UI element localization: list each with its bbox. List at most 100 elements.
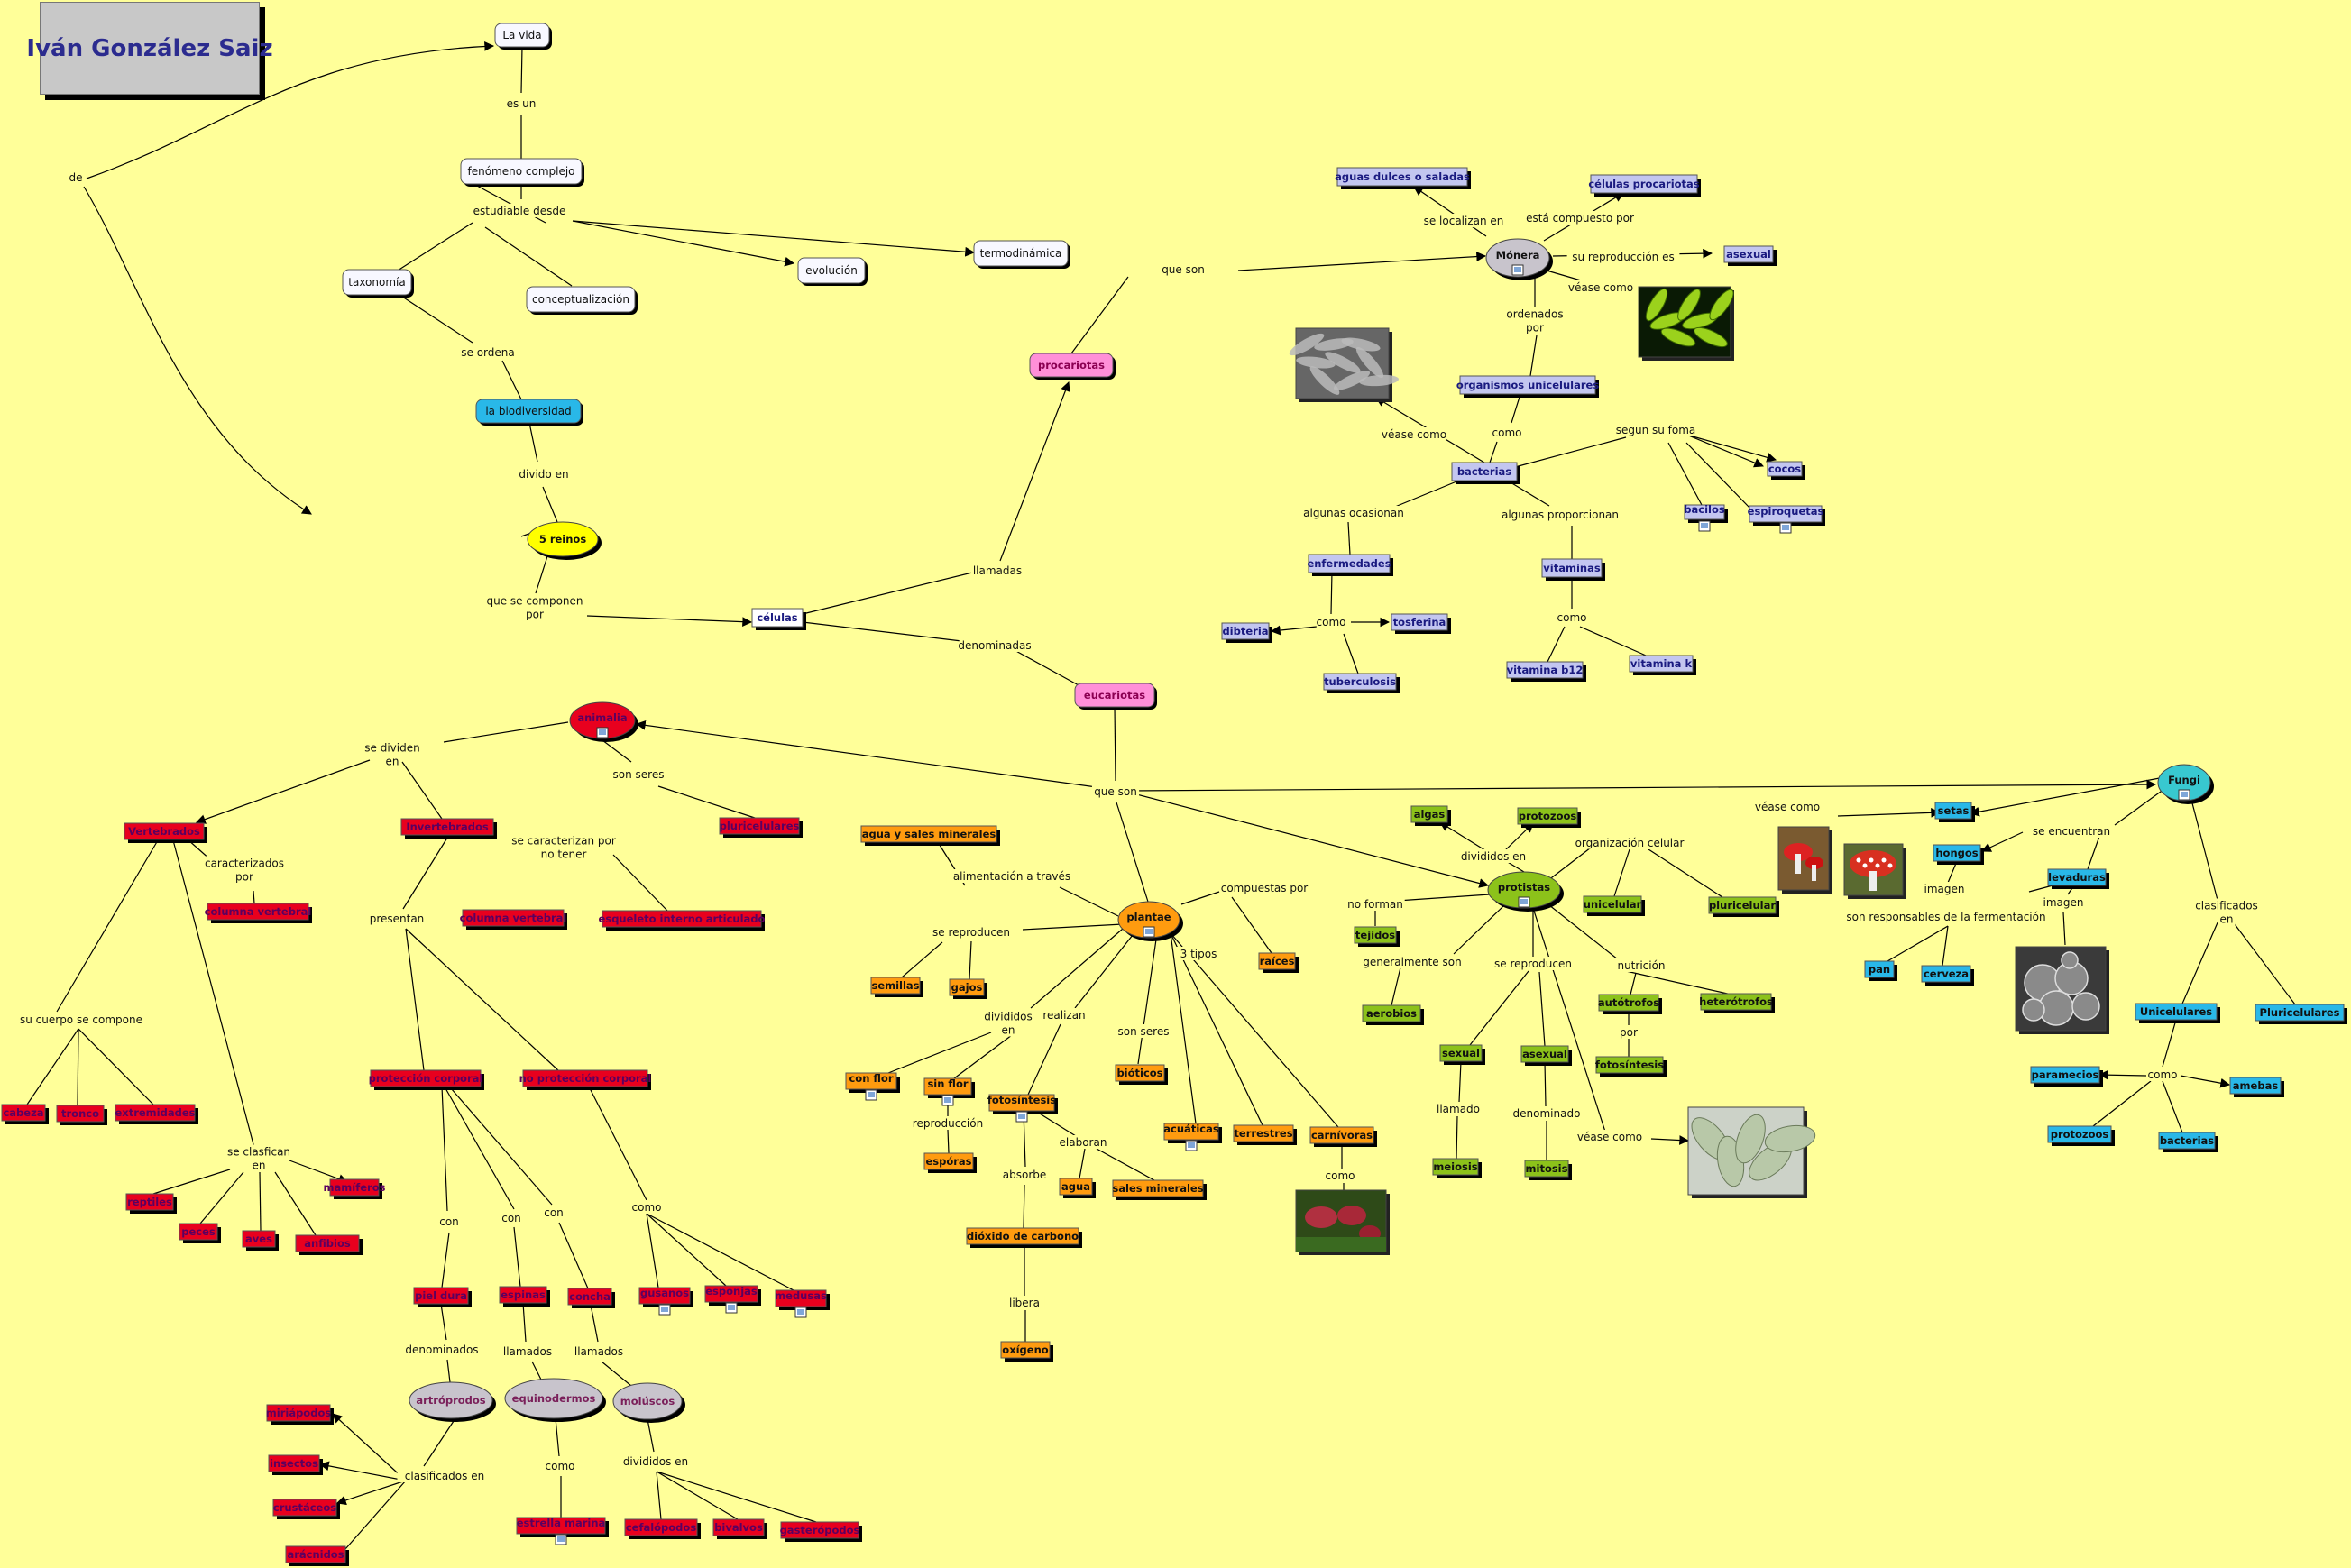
- concept-node[interactable]: hongos: [1933, 844, 1984, 865]
- concept-node[interactable]: raíces: [1258, 952, 1299, 973]
- concept-node[interactable]: setas: [1934, 802, 1975, 822]
- concept-node[interactable]: paramecios: [2030, 1066, 2103, 1087]
- concept-node[interactable]: tronco: [56, 1105, 107, 1125]
- concept-node[interactable]: gasterópodos: [780, 1521, 862, 1542]
- concept-node[interactable]: Mónera: [1485, 238, 1553, 280]
- concept-node[interactable]: algas: [1410, 805, 1451, 826]
- concept-node[interactable]: espiroquetas: [1748, 505, 1825, 534]
- concept-node[interactable]: espóras: [923, 1152, 977, 1173]
- concept-node[interactable]: carnívoras: [1309, 1126, 1377, 1147]
- concept-node[interactable]: taxonomía: [342, 269, 414, 298]
- concept-node[interactable]: bacilos: [1684, 503, 1728, 532]
- image-link-icon[interactable]: [794, 1307, 807, 1318]
- concept-node[interactable]: con flor: [845, 1072, 900, 1101]
- concept-node[interactable]: procariotas: [1029, 353, 1116, 380]
- concept-node[interactable]: semillas: [870, 977, 923, 997]
- image-thumbnail[interactable]: [1638, 286, 1737, 361]
- concept-node[interactable]: tejidos: [1354, 926, 1400, 947]
- image-thumbnail[interactable]: [1843, 843, 1906, 899]
- image-link-icon[interactable]: [1511, 264, 1524, 276]
- concept-node[interactable]: tuberculosis: [1323, 673, 1400, 693]
- concept-node[interactable]: cabeza: [1, 1104, 49, 1124]
- concept-node[interactable]: aves: [242, 1230, 279, 1251]
- concept-node[interactable]: acuáticas: [1163, 1123, 1222, 1151]
- concept-node[interactable]: equinodermos: [504, 1378, 606, 1422]
- concept-node[interactable]: enfermedades: [1307, 554, 1393, 576]
- image-link-icon[interactable]: [658, 1304, 671, 1316]
- concept-node[interactable]: vitamina k: [1629, 655, 1696, 675]
- image-thumbnail[interactable]: [1295, 1189, 1390, 1255]
- concept-node[interactable]: molúscos: [612, 1382, 685, 1423]
- concept-node[interactable]: crustáceos: [272, 1499, 340, 1519]
- concept-node[interactable]: amebas: [2229, 1077, 2284, 1097]
- concept-node[interactable]: extremidades: [115, 1104, 198, 1124]
- concept-node[interactable]: gajos: [949, 978, 987, 999]
- concept-node[interactable]: evolución: [797, 257, 868, 286]
- image-link-icon[interactable]: [1143, 926, 1155, 938]
- concept-node[interactable]: vitamina b12: [1506, 661, 1586, 682]
- concept-node[interactable]: Unicelulares: [2135, 1003, 2220, 1023]
- concept-node[interactable]: animalia: [569, 701, 638, 742]
- concept-node[interactable]: unicelular: [1583, 895, 1645, 916]
- concept-node[interactable]: pluricelulares: [719, 817, 803, 838]
- concept-node[interactable]: piel dura: [413, 1287, 472, 1307]
- image-thumbnail[interactable]: [1777, 826, 1832, 894]
- concept-node[interactable]: heterótrofos: [1699, 993, 1775, 1013]
- concept-node[interactable]: oxígeno: [1000, 1341, 1053, 1362]
- image-link-icon[interactable]: [1698, 520, 1711, 532]
- concept-node[interactable]: fotosíntesis: [1595, 1056, 1667, 1077]
- concept-node[interactable]: agua y sales minerales: [860, 825, 1000, 846]
- image-thumbnail[interactable]: [1287, 327, 1399, 402]
- concept-node[interactable]: 5 reinos: [527, 521, 602, 560]
- concept-node[interactable]: medusas: [775, 1289, 830, 1318]
- concept-node[interactable]: gusanos: [638, 1287, 693, 1316]
- concept-node[interactable]: pluricelular: [1708, 896, 1779, 917]
- concept-node[interactable]: columna vertebral: [460, 909, 567, 930]
- concept-node[interactable]: dióxido de carbono: [966, 1227, 1082, 1248]
- concept-node[interactable]: no protección corporal: [519, 1069, 652, 1090]
- concept-node[interactable]: columna vertebral: [205, 903, 312, 923]
- concept-node[interactable]: agua: [1059, 1178, 1096, 1198]
- concept-node[interactable]: meiosis: [1432, 1158, 1482, 1178]
- image-link-icon[interactable]: [2178, 789, 2190, 801]
- concept-node[interactable]: estrella marina: [516, 1517, 609, 1545]
- concept-node[interactable]: fotosíntesis: [987, 1094, 1058, 1123]
- concept-node[interactable]: mitosis: [1524, 1160, 1572, 1180]
- concept-node[interactable]: protistas: [1487, 871, 1564, 912]
- image-link-icon[interactable]: [725, 1302, 738, 1314]
- concept-node[interactable]: sexual: [1439, 1044, 1485, 1065]
- image-thumbnail[interactable]: [2015, 946, 2109, 1034]
- concept-node[interactable]: Pluricelulares: [2255, 1004, 2347, 1024]
- image-link-icon[interactable]: [1779, 522, 1792, 534]
- concept-node[interactable]: termodinámica: [973, 240, 1070, 269]
- image-link-icon[interactable]: [1185, 1140, 1198, 1151]
- concept-node[interactable]: protozoos: [1517, 807, 1581, 828]
- concept-node[interactable]: dibteria: [1221, 622, 1272, 643]
- image-link-icon[interactable]: [1518, 896, 1530, 908]
- concept-node[interactable]: células: [751, 608, 806, 630]
- concept-node[interactable]: bióticos: [1115, 1064, 1168, 1085]
- concept-node[interactable]: plantae: [1117, 901, 1183, 941]
- concept-node[interactable]: Invertebrados: [400, 818, 497, 839]
- concept-node[interactable]: células procariotas: [1588, 174, 1701, 197]
- concept-node[interactable]: asexual: [1723, 245, 1777, 266]
- concept-node[interactable]: cefalópodos: [624, 1518, 701, 1539]
- concept-node[interactable]: peces: [179, 1223, 221, 1243]
- concept-node[interactable]: espinas: [499, 1286, 550, 1307]
- concept-node[interactable]: protección corporal: [369, 1069, 484, 1090]
- concept-node[interactable]: protozoos: [2047, 1125, 2115, 1146]
- concept-node[interactable]: levaduras: [2047, 868, 2109, 889]
- concept-node[interactable]: fenómeno complejo: [460, 158, 584, 187]
- concept-node[interactable]: Vertebrados: [124, 822, 207, 843]
- concept-node[interactable]: terrestres: [1233, 1124, 1297, 1145]
- image-thumbnail[interactable]: [1685, 1106, 1817, 1198]
- concept-node[interactable]: aerobios: [1362, 1004, 1424, 1025]
- concept-node[interactable]: artróprodos: [409, 1381, 496, 1422]
- concept-node[interactable]: bacterias: [2158, 1132, 2218, 1152]
- concept-node[interactable]: vitaminas: [1541, 558, 1605, 581]
- concept-node[interactable]: cocos: [1767, 461, 1805, 480]
- image-link-icon[interactable]: [555, 1534, 567, 1545]
- concept-node[interactable]: Fungi: [2157, 764, 2214, 804]
- concept-node[interactable]: mamíferos: [324, 1178, 386, 1199]
- image-link-icon[interactable]: [865, 1089, 877, 1101]
